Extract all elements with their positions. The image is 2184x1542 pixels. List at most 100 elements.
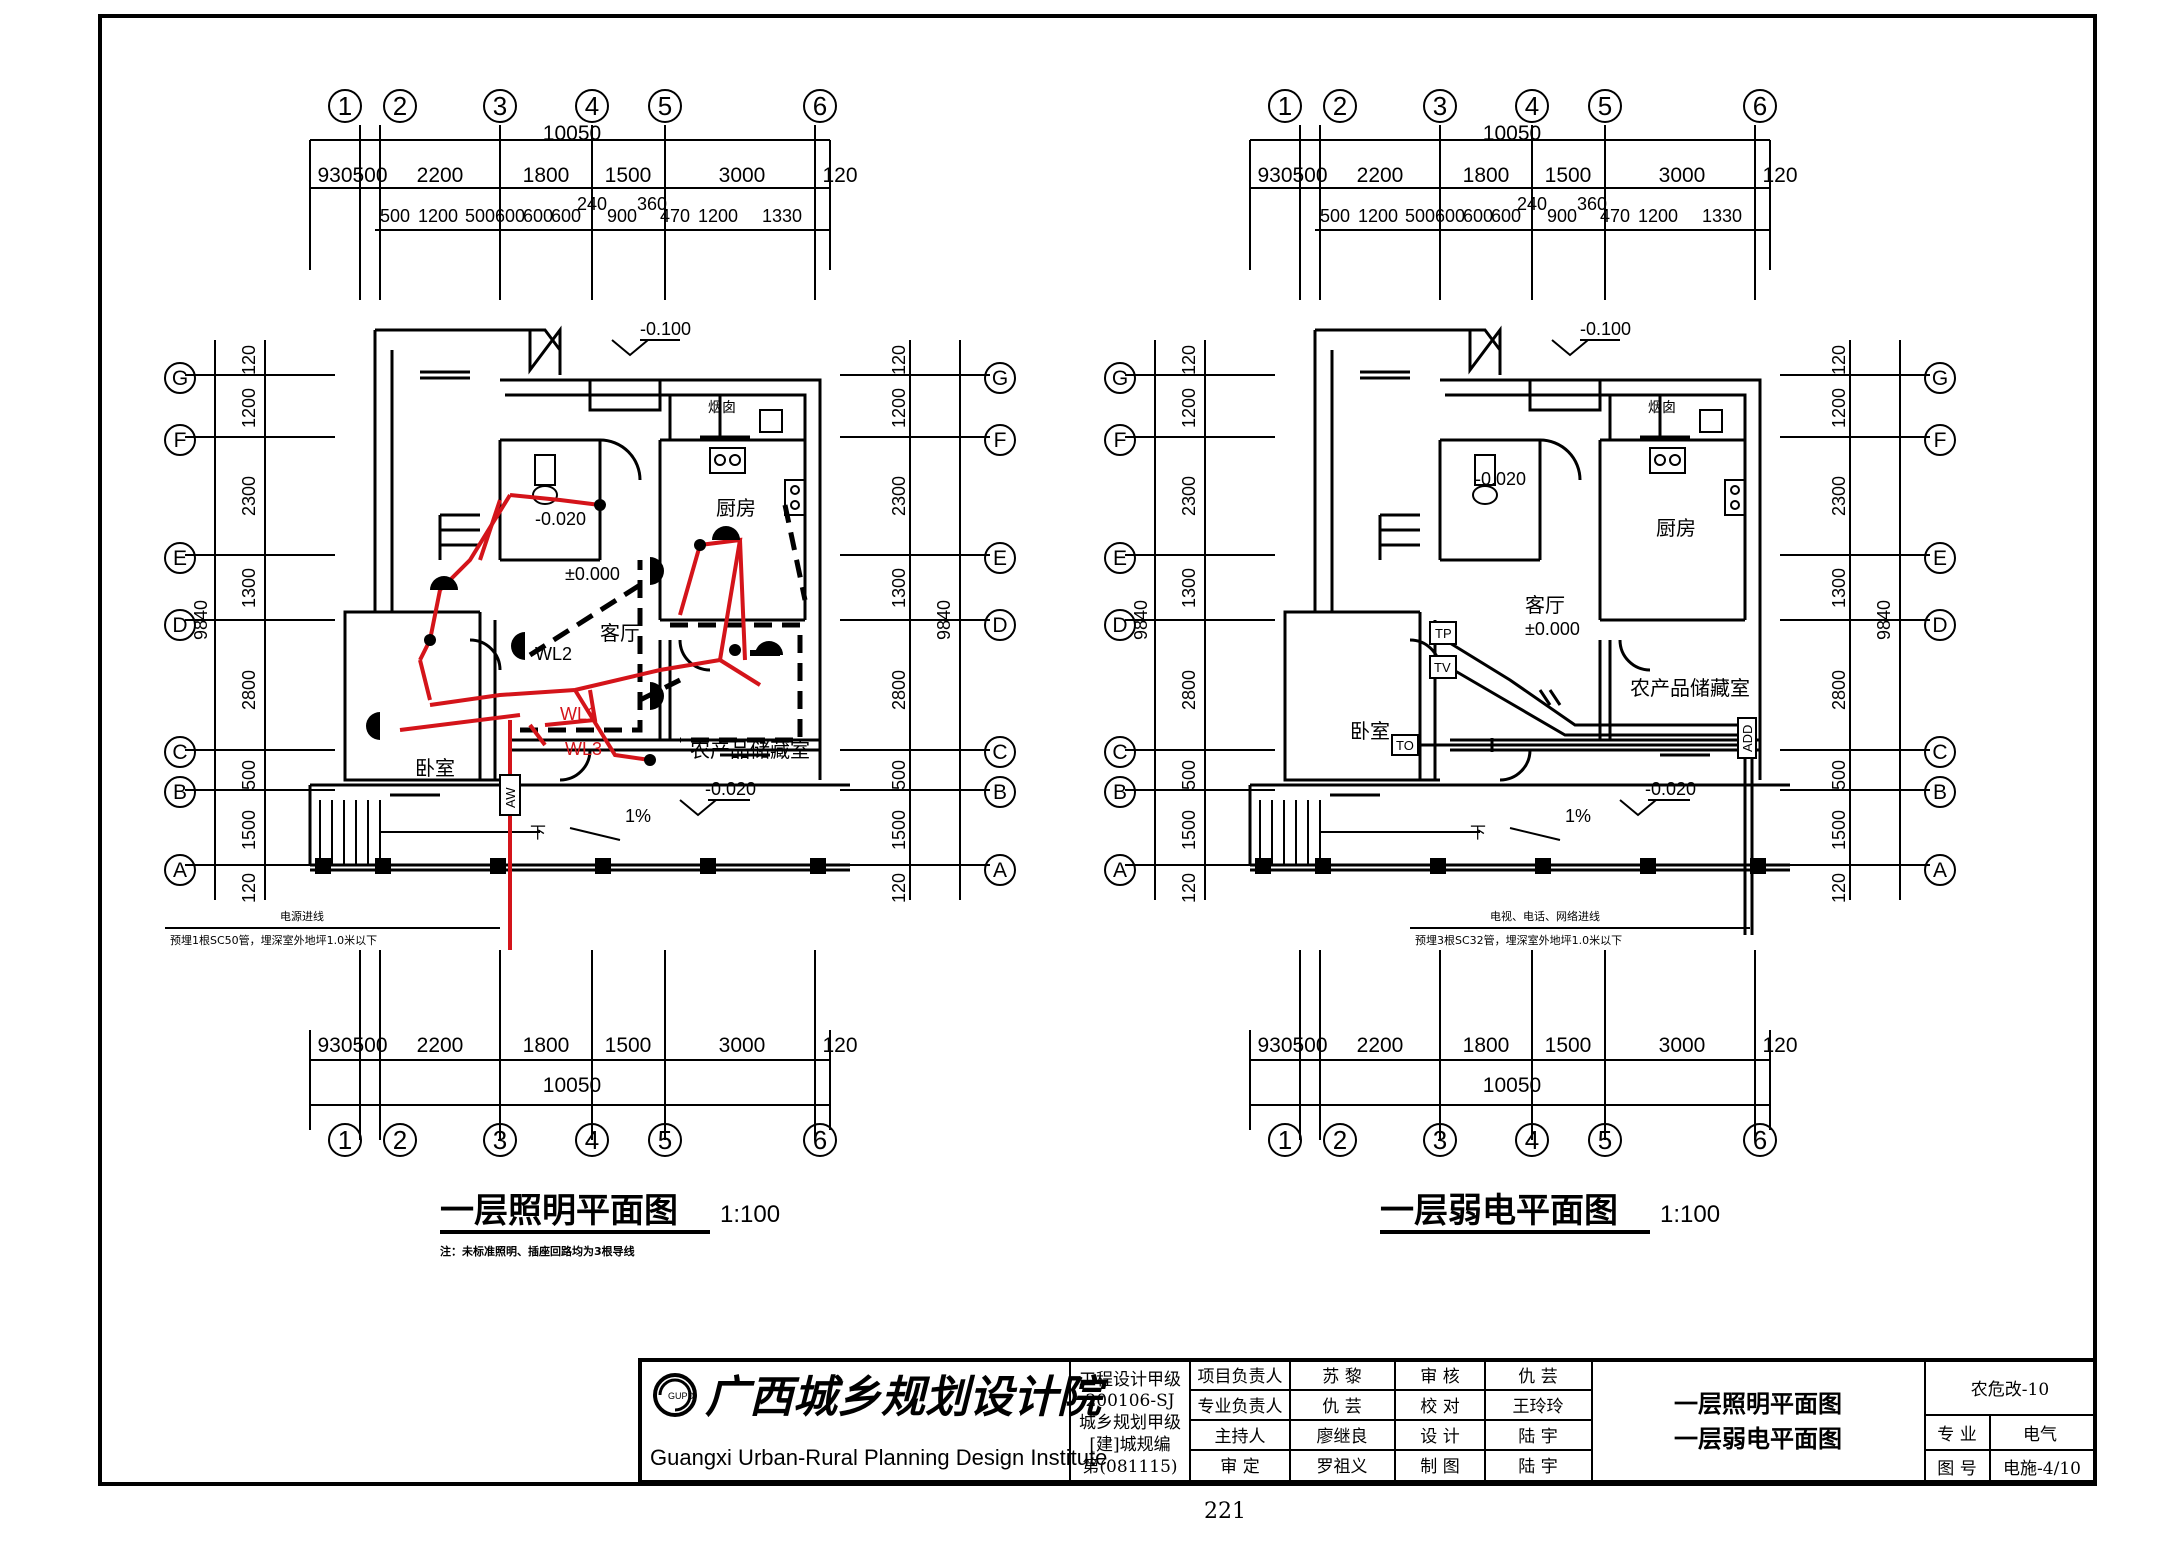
role-label: 专业负责人 <box>1198 1397 1283 1417</box>
project-code: 农危改-10 <box>1971 1380 2049 1400</box>
dim-text: 1800 <box>523 1034 570 1057</box>
dim-text: 930 <box>1257 1034 1292 1057</box>
dim-text: 3000 <box>719 164 766 187</box>
axis-label: 1 <box>338 1125 352 1155</box>
axis-label: 3 <box>1433 91 1447 121</box>
dim-total-depth: 9840 <box>191 600 211 640</box>
axis-label: 2 <box>1333 91 1347 121</box>
level-porch: -0.020 <box>705 779 756 799</box>
dimension-lines <box>184 124 991 1141</box>
axis-label: G <box>1112 367 1128 390</box>
dim-text: 1330 <box>1702 206 1742 226</box>
axis-label: D <box>172 614 187 637</box>
dim-text: 1500 <box>1545 1034 1592 1057</box>
dim-text: 120 <box>822 164 857 187</box>
logo-text: GUPD <box>668 1391 695 1401</box>
room-label-living: 客厅 <box>1525 593 1565 617</box>
axis-label: F <box>1934 429 1947 452</box>
circuit-label-wl3: WL3 <box>565 739 602 759</box>
label-chimney: 烟囱 <box>1648 400 1676 416</box>
dim-text: 500 <box>1829 760 1849 790</box>
dim-text: 600 <box>523 206 553 226</box>
qualification-line: 200106-SJ <box>1085 1391 1174 1411</box>
dim-text: 1500 <box>239 810 259 850</box>
lighting-plan-note: 注：未标准照明、插座回路均为3根导线 <box>440 1244 635 1258</box>
axis-label: 5 <box>658 1125 672 1155</box>
dim-text: 240 <box>577 194 607 214</box>
axis-label: B <box>1113 781 1127 804</box>
dim-text: 1200 <box>1829 388 1849 428</box>
axis-label: E <box>993 547 1007 570</box>
axis-label: 4 <box>1525 1125 1539 1155</box>
qualification-line: [建]城规编 <box>1089 1435 1170 1455</box>
service-line-title: 电视、电话、网络进线 <box>1490 909 1600 923</box>
dim-text: 1200 <box>698 206 738 226</box>
dim-total-width: 10050 <box>543 122 601 145</box>
dim-text: 3000 <box>1659 1034 1706 1057</box>
weak-plan-title: 一层弱电平面图 <box>1380 1191 1618 1231</box>
axis-label: 6 <box>813 91 827 121</box>
dim-total-depth: 9840 <box>1874 600 1894 640</box>
dim-text: 1800 <box>523 164 570 187</box>
axis-label: B <box>1933 781 1947 804</box>
room-label-kitchen: 厨房 <box>1656 516 1696 540</box>
dim-text: 600 <box>1435 206 1465 226</box>
axis-label: 5 <box>1598 91 1612 121</box>
axis-label: C <box>992 741 1007 764</box>
floor-plan-walls <box>1248 328 1792 876</box>
axis-label: A <box>173 859 187 882</box>
role-label: 校 对 <box>1420 1397 1459 1417</box>
axis-label: C <box>1112 741 1127 764</box>
role-label: 主持人 <box>1215 1427 1266 1447</box>
institute-name-en: Guangxi Urban-Rural Planning Design Inst… <box>650 1445 1107 1470</box>
switches <box>424 499 741 766</box>
axis-label: A <box>1933 859 1947 882</box>
dim-text: 1500 <box>605 1034 652 1057</box>
axis-label: 4 <box>1525 91 1539 121</box>
dim-text: 120 <box>1762 1034 1797 1057</box>
axis-label: B <box>993 781 1007 804</box>
axis-label: F <box>174 429 187 452</box>
dim-text: 500 <box>1292 1034 1327 1057</box>
dim-text: 120 <box>889 873 909 903</box>
role-name: 廖继良 <box>1317 1427 1368 1447</box>
dim-text: 470 <box>1600 206 1630 226</box>
dim-text: 500 <box>1405 206 1435 226</box>
dim-text: 1800 <box>1463 164 1510 187</box>
axis-label: 1 <box>1278 91 1292 121</box>
dim-text: 930 <box>1257 164 1292 187</box>
outlet-to: TO <box>1396 738 1414 753</box>
axis-label: E <box>1933 547 1947 570</box>
axis-label: C <box>1932 741 1947 764</box>
level-bath: -0.020 <box>535 509 586 529</box>
dim-text: 2300 <box>1829 476 1849 516</box>
qualification-line: 工程设计甲级 <box>1079 1370 1181 1390</box>
institute-logo-icon: GUPD <box>653 1373 697 1417</box>
axis-label: 2 <box>393 91 407 121</box>
dim-text: 1200 <box>1638 206 1678 226</box>
room-label-storage: 农产品储藏室 <box>1630 676 1750 700</box>
dim-text: 1200 <box>889 388 909 428</box>
dim-text: 1200 <box>1358 206 1398 226</box>
axis-label: 2 <box>1333 1125 1347 1155</box>
axis-label: 2 <box>393 1125 407 1155</box>
dim-text: 1300 <box>1179 568 1199 608</box>
axis-label: G <box>1932 367 1948 390</box>
dim-total-width: 10050 <box>1483 1074 1541 1097</box>
axis-label: F <box>1114 429 1127 452</box>
dim-text: 120 <box>1179 873 1199 903</box>
dim-total-depth: 9840 <box>1131 600 1151 640</box>
role-label: 审 核 <box>1420 1367 1459 1387</box>
role-name: 王玲玲 <box>1513 1397 1564 1417</box>
lighting-plan-title: 一层照明平面图 <box>440 1191 678 1231</box>
dim-text: 360 <box>1577 194 1607 214</box>
dim-text: 120 <box>1179 345 1199 375</box>
dim-text: 2800 <box>239 670 259 710</box>
axis-label: 4 <box>585 91 599 121</box>
dim-text: 1300 <box>889 568 909 608</box>
level-outside: -0.100 <box>1580 319 1631 339</box>
institute-name-cn: 广西城乡规划设计院 <box>705 1372 1108 1423</box>
distribution-box-aw <box>499 774 521 816</box>
level-porch: -0.020 <box>1645 779 1696 799</box>
axis-label: 1 <box>1278 1125 1292 1155</box>
